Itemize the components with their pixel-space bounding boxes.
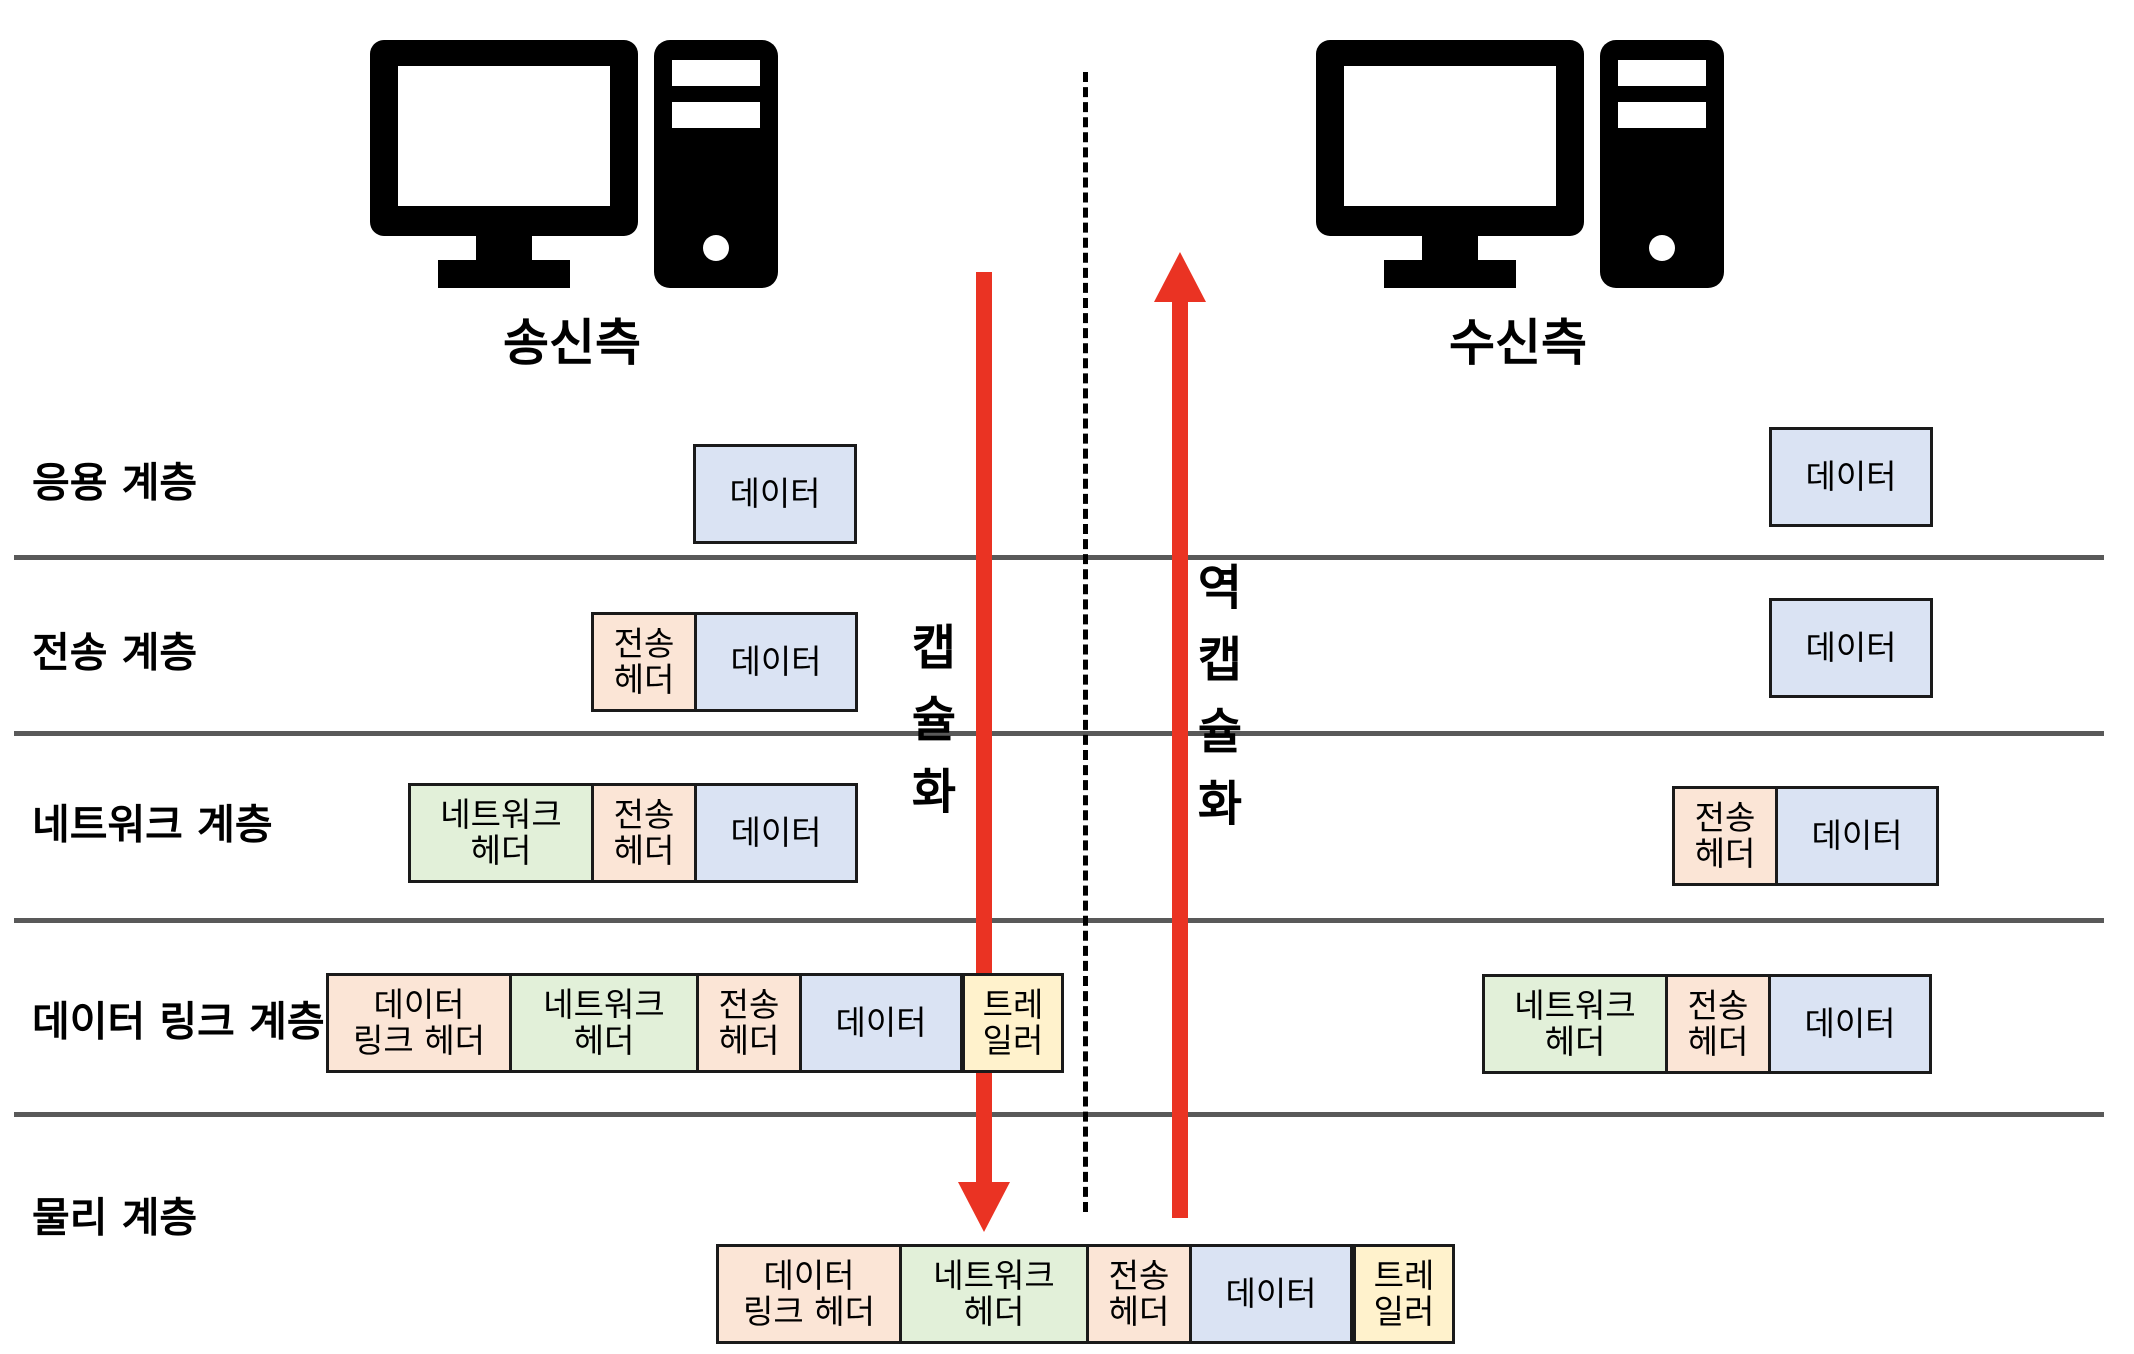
data-block: 데이터 [693,444,857,544]
layer-separator [14,1112,2104,1117]
network-header-block: 네트워크 헤더 [509,973,699,1073]
trailer-block: 트레 일러 [1353,1244,1455,1344]
decapsulation-label: 역 캡 슐 화 [1197,560,1243,832]
encapsulation-label: 캡 슐 화 [911,620,957,820]
transport-header-block: 전송 헤더 [591,783,697,883]
data-block: 데이터 [694,612,858,712]
layer-separator [14,555,2104,560]
data-block: 데이터 [1769,427,1933,527]
data-block: 데이터 [1189,1244,1353,1344]
data-block: 데이터 [694,783,858,883]
layer-label-application: 응용 계층 [32,458,198,507]
layer-label-network: 네트워크 계층 [32,800,273,849]
transport-header-block: 전송 헤더 [1665,974,1771,1074]
decapsulation-arrow-shaft [1172,298,1188,1218]
decapsulation-arrow-head [1154,252,1206,302]
encapsulation-arrow-head [958,1182,1010,1232]
network-header-block: 네트워크 헤더 [899,1244,1089,1344]
layer-separator [14,731,2104,736]
layer-separator [14,918,2104,923]
data-block: 데이터 [1768,974,1932,1074]
sender-receiver-divider [1083,72,1088,1212]
transport-header-block: 전송 헤더 [1672,786,1778,886]
layer-label-transport: 전송 계층 [32,628,198,677]
sender-label: 송신측 [503,314,641,372]
datalink-header-block: 데이터 링크 헤더 [326,973,512,1073]
encapsulation-arrow-shaft [976,272,992,1196]
trailer-block: 트레 일러 [962,973,1064,1073]
data-block: 데이터 [1769,598,1933,698]
data-block: 데이터 [799,973,963,1073]
transport-header-block: 전송 헤더 [591,612,697,712]
transport-header-block: 전송 헤더 [1086,1244,1192,1344]
layer-label-physical: 물리 계층 [32,1193,198,1242]
receiver-computer-icon [1316,40,1724,288]
datalink-header-block: 데이터 링크 헤더 [716,1244,902,1344]
transport-header-block: 전송 헤더 [696,973,802,1073]
receiver-label: 수신측 [1449,314,1587,372]
network-header-block: 네트워크 헤더 [1482,974,1668,1074]
sender-computer-icon [370,40,778,288]
layer-label-datalink: 데이터 링크 계층 [32,997,325,1046]
network-header-block: 네트워크 헤더 [408,783,594,883]
data-block: 데이터 [1775,786,1939,886]
